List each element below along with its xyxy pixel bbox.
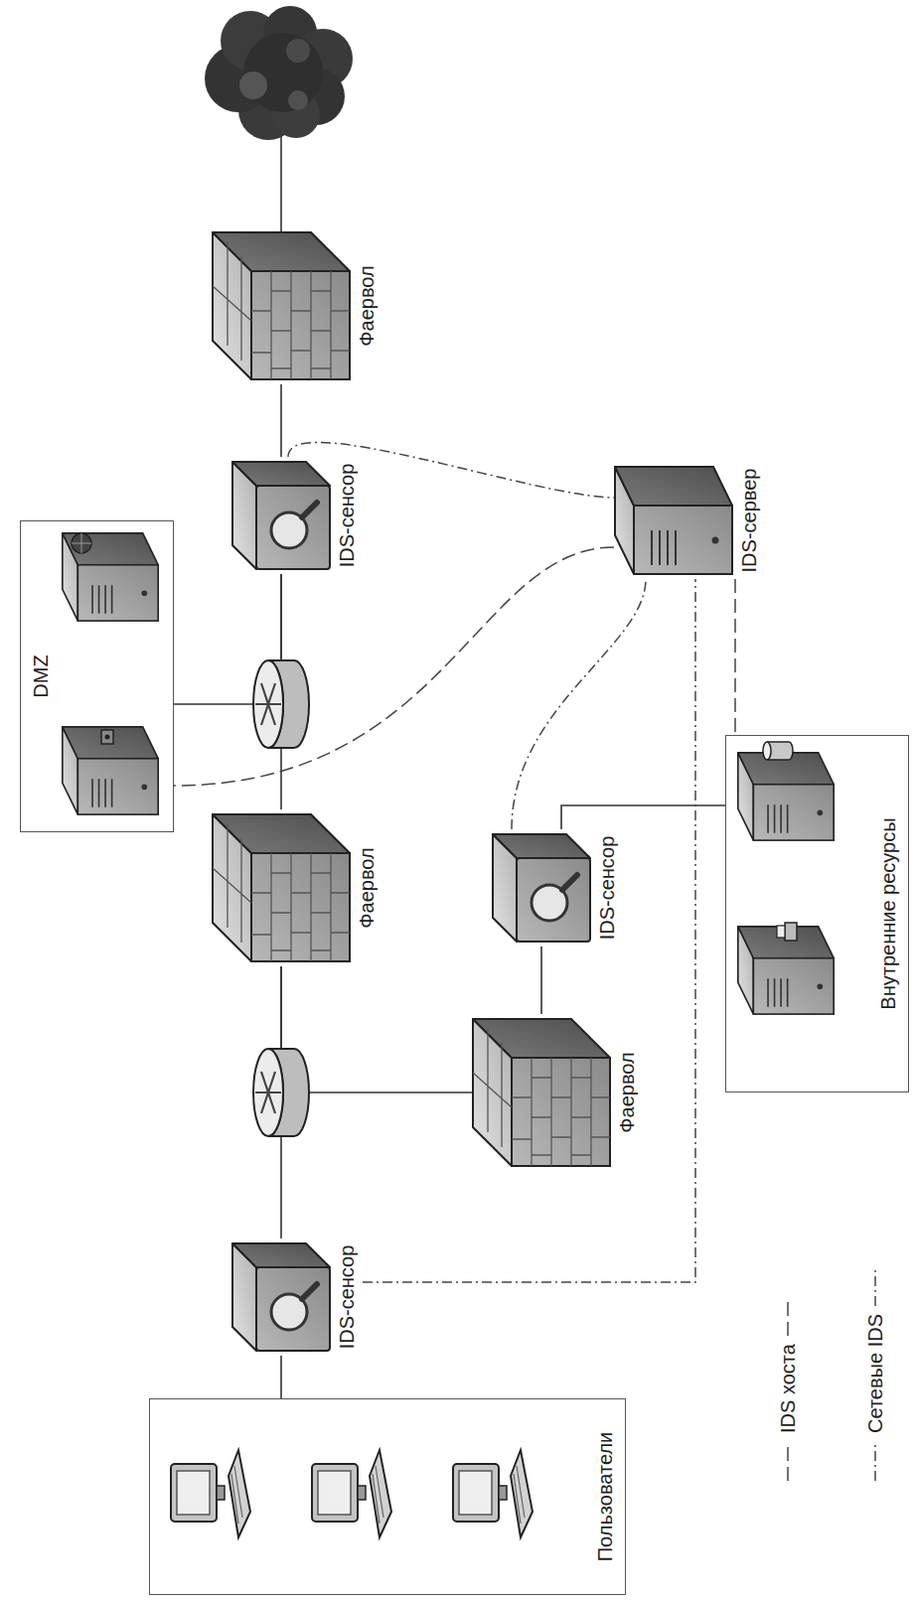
legend-line-sample <box>874 1441 877 1482</box>
legend-line-sample <box>782 1296 793 1337</box>
ids-server-icon <box>614 466 733 575</box>
lock-symbol <box>105 735 111 741</box>
network-link <box>281 966 472 1093</box>
illustration-part <box>286 38 310 63</box>
node-label: IDS-сенсор <box>595 836 619 941</box>
internet-cloud <box>204 5 353 141</box>
illustration-part <box>239 71 268 100</box>
legend-line-sample <box>782 1441 793 1482</box>
uplink-wire <box>280 136 283 232</box>
firewall: Фаервол <box>471 1014 643 1172</box>
illustration-part <box>776 925 785 938</box>
illustration-part <box>784 922 797 941</box>
computer-icon <box>453 1450 533 1538</box>
firewall-icon <box>472 1019 611 1167</box>
globe-symbol <box>71 533 92 554</box>
printer-symbol <box>776 922 797 941</box>
ids-link <box>511 579 646 830</box>
legend-line-sample <box>786 1441 789 1482</box>
server-icon <box>62 727 158 815</box>
firewall: Фаервол <box>211 227 383 385</box>
node-label: IDS-сенсор <box>334 1245 359 1351</box>
illustration-part <box>288 90 308 111</box>
legend-text: IDS хоста <box>775 1344 800 1434</box>
legend: IDS хоста Сетевые IDS <box>772 1266 891 1482</box>
ids-sensor: IDS-сенсор <box>231 457 363 575</box>
internal-resources-box: Внутренние ресурсы <box>725 735 910 1093</box>
ids-sensor: IDS-сенсор <box>491 829 623 947</box>
node-label: Пользователи <box>593 1432 617 1563</box>
globe-symbol <box>71 533 92 554</box>
node-label: Фаервол <box>354 265 379 346</box>
firewall-icon <box>212 232 350 380</box>
network-link <box>280 384 283 458</box>
firewall: Фаервол <box>211 809 383 967</box>
legend-line-sample <box>870 1441 881 1482</box>
router-icon <box>253 1049 309 1137</box>
computer-icon <box>170 1450 251 1538</box>
lock-symbol <box>101 730 114 745</box>
network-link <box>561 805 726 830</box>
server-icon <box>738 753 834 841</box>
ids-sensor-icon <box>232 461 330 570</box>
node-label: Внутренние ресурсы <box>876 817 901 1010</box>
server-icon <box>62 533 158 621</box>
computer-icon <box>311 1450 392 1538</box>
users-box: Пользователи <box>149 1398 626 1596</box>
legend-row: IDS хоста <box>772 1266 803 1482</box>
ids-sensor-icon <box>232 1243 330 1352</box>
legend-text: Сетевые IDS <box>863 1314 888 1434</box>
router-icon <box>253 660 309 749</box>
node-label: IDS-сенсор <box>334 463 359 569</box>
network-link <box>280 1356 283 1399</box>
legend-line-sample <box>870 1266 881 1307</box>
legend-line-sample <box>786 1296 789 1337</box>
node-label: DMZ <box>28 654 53 698</box>
legend-row: Сетевые IDS <box>860 1266 891 1482</box>
node-label: Фаервол <box>354 847 379 928</box>
ids-link <box>173 547 614 786</box>
illustration-part <box>763 742 771 761</box>
legend-line-sample <box>874 1266 877 1307</box>
ids-sensor: IDS-сенсор <box>231 1238 363 1357</box>
ids-link <box>734 579 737 736</box>
ids-sensor-icon <box>492 834 591 942</box>
dmz-box: DMZ <box>19 520 174 833</box>
ids-link <box>362 579 696 1283</box>
network-link <box>540 946 543 1015</box>
ids-server: IDS-сервер <box>613 461 765 580</box>
database-symbol <box>763 742 793 761</box>
firewall-icon <box>212 814 350 962</box>
node-label: IDS-сервер <box>737 468 762 574</box>
node-label: Фаервол <box>614 1052 639 1133</box>
